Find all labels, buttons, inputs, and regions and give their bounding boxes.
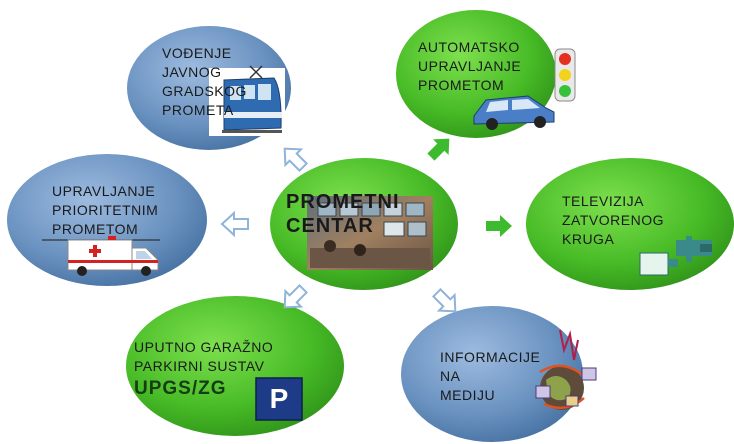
label-line: VOĐENJE (162, 45, 232, 61)
arrow-to-cctv (486, 215, 512, 237)
priority-traffic-label: UPRAVLJANJE PRIORITETNIM PROMETOM (52, 182, 158, 239)
parking-sign-text: P (269, 383, 289, 414)
car-icon (473, 95, 555, 130)
public-transport-label: VOĐENJE JAVNOG GRADSKOG PROMETA (162, 44, 247, 120)
label-line: NA (440, 368, 461, 384)
arrow-to-automatic-traffic (427, 138, 450, 161)
label-line: UPRAVLJANJE (52, 183, 156, 199)
label-line: GRADSKOG (162, 83, 247, 99)
label-line: INFORMACIJE (440, 349, 541, 365)
label-line: TELEVIZIJA (562, 193, 645, 209)
arrow-to-priority-traffic (220, 210, 249, 238)
node-priority-traffic (7, 154, 207, 286)
node-media (401, 306, 583, 442)
tram-icon (209, 65, 285, 136)
cctv-camera-icon (639, 236, 712, 276)
parking-sign-letter: P (256, 378, 302, 420)
center-label: PROMETNI CENTAR (286, 190, 400, 238)
cctv-label: TELEVIZIJA ZATVORENOG KRUGA (562, 192, 664, 249)
parking-sign-icon (255, 377, 303, 421)
arrow-to-media (431, 287, 457, 313)
label-line: PROMETOM (52, 221, 139, 237)
traffic-light-icon (554, 48, 576, 102)
ambulance-icon (42, 236, 160, 276)
label-line: UPRAVLJANJE (418, 58, 522, 74)
parking-acronym: UPGS/ZG (134, 378, 227, 399)
label-line: ZATVORENOG (562, 212, 664, 228)
label-line: AUTOMATSKO (418, 39, 520, 55)
label-line: PARKIRNI SUSTAV (134, 358, 265, 374)
label-line: PROMETOM (418, 77, 505, 93)
label-line: UPUTNO GARAŽNO (134, 339, 274, 355)
center-line: CENTAR (286, 215, 374, 237)
globe-icon (535, 329, 597, 410)
arrow-to-parking (283, 283, 309, 309)
parking-label: UPUTNO GARAŽNO PARKIRNI SUSTAV UPGS/ZG (134, 338, 273, 399)
control-room-photo (307, 196, 433, 270)
label-line: JAVNOG (162, 64, 222, 80)
label-line: MEDIJU (440, 387, 496, 403)
node-cctv (526, 158, 734, 290)
center-line: PROMETNI (286, 191, 400, 213)
media-label: INFORMACIJE NA MEDIJU (440, 348, 540, 405)
label-line: PRIORITETNIM (52, 202, 159, 218)
automatic-traffic-label: AUTOMATSKO UPRAVLJANJE PROMETOM (418, 38, 521, 95)
arrow-to-public-transport (283, 147, 309, 173)
label-line: PROMETA (162, 102, 234, 118)
label-line: KRUGA (562, 231, 615, 247)
